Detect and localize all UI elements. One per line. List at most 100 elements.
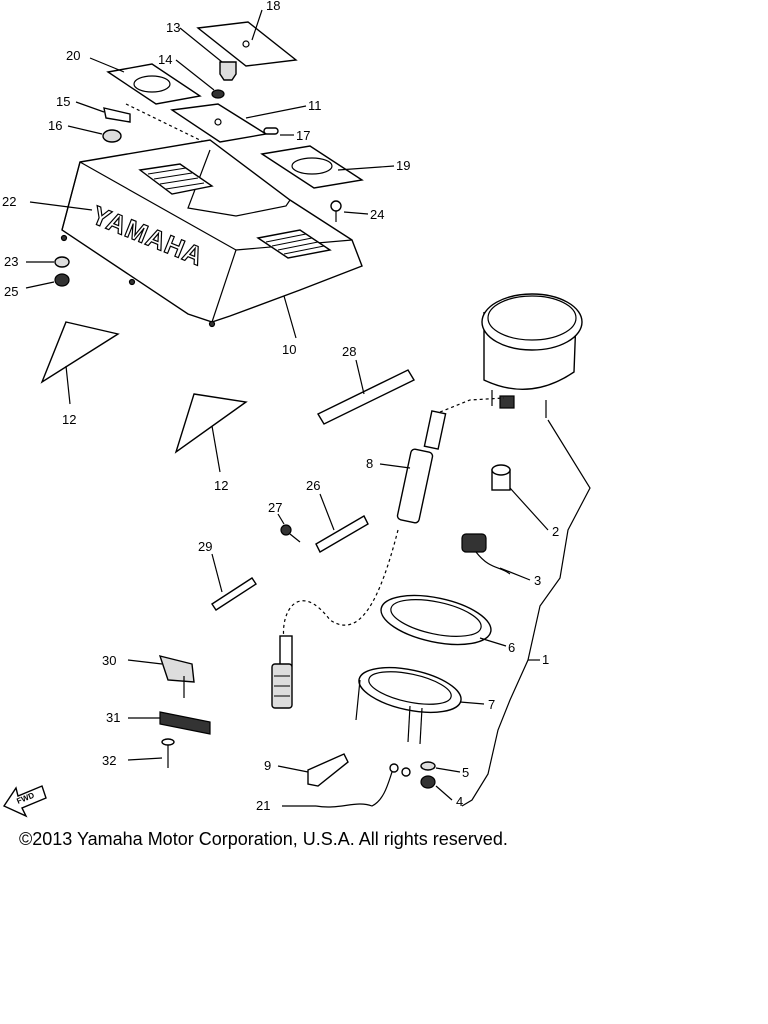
callout-16: 16 [48, 118, 62, 133]
part-25-nut [54, 273, 70, 287]
part-7-ring [355, 666, 462, 745]
callout-1: 1 [542, 652, 549, 667]
part-32-rivet [161, 738, 175, 768]
part-8-cable-fitting [396, 410, 447, 524]
part-9-stay [307, 753, 349, 787]
leader-8 [379, 463, 411, 469]
leader-19 [337, 165, 395, 171]
callout-18: 18 [266, 0, 280, 13]
callout-27: 27 [268, 500, 282, 515]
part-19-gasket [260, 145, 364, 189]
leader-20 [89, 57, 125, 73]
leader-9 [277, 765, 309, 773]
parts-diagram: 18 13 14 20 11 15 16 17 1 9 [2, 0, 591, 818]
part-10-cover [60, 139, 363, 328]
part-26-stay [315, 515, 369, 553]
part-18-hole [242, 40, 250, 48]
leader-18 [251, 9, 263, 41]
leader-29 [211, 553, 223, 593]
callout-23: 23 [4, 254, 18, 269]
callout-26: 26 [306, 478, 320, 493]
part-15-clip [103, 107, 131, 123]
callout-10: 10 [282, 342, 296, 357]
part-28-bracket [317, 369, 415, 425]
part-30-clamp [158, 655, 195, 698]
leader-13 [179, 27, 223, 63]
callout-32: 32 [102, 753, 116, 768]
assembly-line-1 [461, 419, 591, 807]
leader-28 [355, 359, 365, 395]
callout-13: 13 [166, 20, 180, 35]
callout-12-right: 12 [214, 478, 228, 493]
part-1-meter [481, 293, 583, 418]
part-3-socket [461, 533, 511, 575]
part-13-knob [219, 61, 237, 81]
callout-20: 20 [66, 48, 80, 63]
fwd-arrow-icon [2, 785, 47, 818]
callout-9: 9 [264, 758, 271, 773]
callout-30: 30 [102, 653, 116, 668]
leader-32 [127, 757, 163, 761]
leader-12a [65, 365, 71, 405]
part-17-pin [263, 127, 279, 135]
callout-5: 5 [462, 765, 469, 780]
callout-8: 8 [366, 456, 373, 471]
leader-27 [277, 513, 285, 525]
leader-2 [509, 487, 549, 531]
part-27-bolt [280, 524, 301, 543]
callout-22: 22 [2, 194, 16, 209]
leader-30 [127, 659, 163, 665]
part-6-ring [380, 594, 492, 646]
leader-26 [319, 493, 335, 531]
callout-29: 29 [198, 539, 212, 554]
callout-21: 21 [256, 798, 270, 813]
part-29-rod [211, 577, 257, 611]
part-12-right-panel [174, 393, 248, 454]
leader-22 [29, 201, 93, 211]
leader-4 [435, 785, 453, 801]
callout-14: 14 [158, 52, 172, 67]
callout-12-left: 12 [62, 412, 76, 427]
part-18-plate [196, 21, 298, 67]
part-14-washer [211, 89, 225, 99]
callout-15: 15 [56, 94, 70, 109]
callout-28: 28 [342, 344, 356, 359]
callout-25: 25 [4, 284, 18, 299]
callout-24: 24 [370, 207, 384, 222]
callout-11: 11 [308, 98, 322, 113]
leader-6 [479, 637, 507, 647]
callout-7: 7 [488, 697, 495, 712]
speedo-cable [282, 529, 399, 641]
leader-24 [343, 211, 369, 215]
part-20-ring [133, 75, 171, 93]
leader-7 [459, 701, 485, 705]
leader-15 [75, 101, 105, 113]
callout-6: 6 [508, 640, 515, 655]
part-4-nut [420, 775, 436, 789]
part-23-washer [54, 256, 70, 268]
callout-4: 4 [456, 794, 463, 809]
callout-2: 2 [552, 524, 559, 539]
part-2-bulb [491, 464, 511, 491]
part-24-screw [330, 200, 342, 222]
leader-5 [435, 767, 461, 773]
part-11-plate [170, 103, 268, 143]
callout-17: 17 [296, 128, 310, 143]
part-16-grommet [102, 129, 122, 143]
leader-10 [283, 295, 297, 339]
copyright-notice: ©2013 Yamaha Motor Corporation, U.S.A. A… [19, 829, 508, 849]
callout-31: 31 [106, 710, 120, 725]
part-20-gasket [106, 63, 202, 105]
part-19-ring [291, 157, 333, 175]
part-21-wire [315, 763, 411, 808]
leader-12b [211, 425, 221, 473]
leader-3 [499, 567, 531, 581]
part-5-washer [420, 761, 436, 771]
leader-11 [245, 105, 307, 119]
guide-8 [439, 397, 505, 413]
leader-25 [25, 281, 55, 289]
part-31-clamp [159, 711, 211, 735]
cable-end-sensor [271, 635, 293, 709]
part-11-hole [214, 118, 222, 126]
leader-14 [175, 59, 215, 91]
